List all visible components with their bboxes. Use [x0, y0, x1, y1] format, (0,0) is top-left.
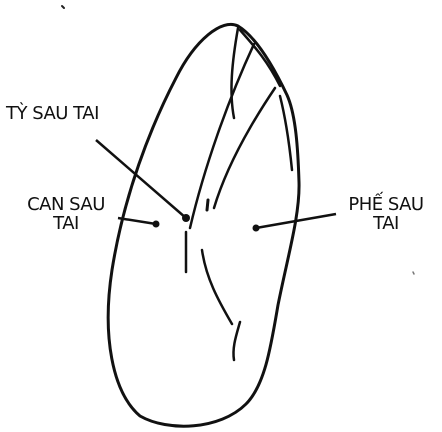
ear-fold-line: [214, 88, 275, 208]
scan-speck: [62, 6, 64, 8]
leader-line-can: [118, 218, 156, 224]
label-phe-sau-tai-line2: TAI: [334, 215, 438, 234]
label-can-sau-tai-line2: TAI: [10, 215, 122, 234]
ear-fold-line: [202, 250, 232, 324]
ear-fold-line: [233, 322, 240, 360]
ear-fold-line: [240, 30, 280, 86]
label-phe-sau-tai: PHẾ SAU TAI: [334, 196, 438, 234]
point-phe-sau-tai: [253, 225, 260, 232]
ear-fold-line: [231, 28, 238, 118]
ear-fold-line: [207, 200, 208, 210]
point-can-sau-tai: [153, 221, 160, 228]
point-ty-sau-tai: [182, 214, 190, 222]
label-can-sau-tai: CAN SAU TAI: [10, 196, 122, 234]
label-ty-sau-tai: TỲ SAU TAI: [6, 105, 99, 124]
scan-speck: [413, 272, 414, 274]
